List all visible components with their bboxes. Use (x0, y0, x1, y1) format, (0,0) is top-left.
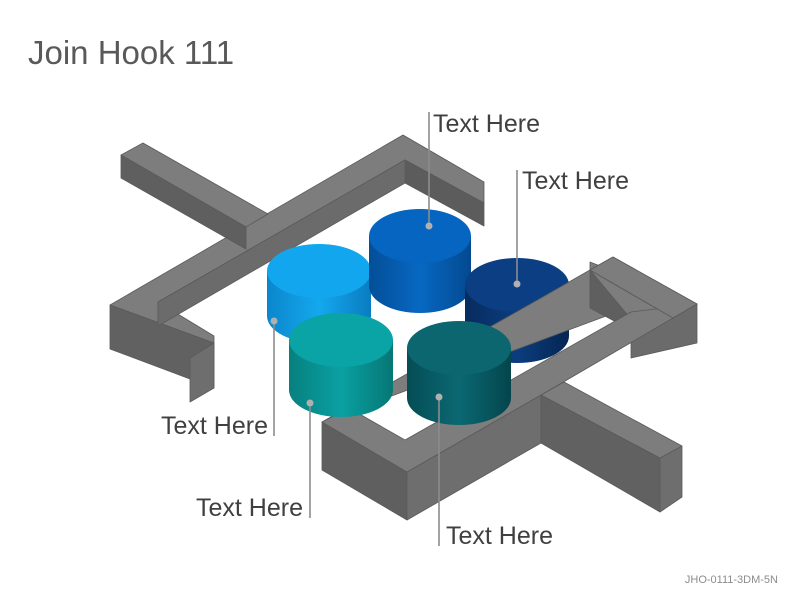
cylinder-dark-teal (407, 321, 511, 425)
label-top-right: Text Here (522, 167, 629, 195)
cylinder-teal (289, 313, 393, 417)
page-title: Join Hook 111 (28, 34, 235, 71)
front-hook-stub-top (589, 256, 698, 319)
front-hook-arm-top-2 (540, 381, 683, 459)
back-hook-arm-side (120, 154, 247, 250)
leader-bottom-left (306, 399, 314, 518)
label-left: Text Here (161, 412, 268, 440)
leader-left (270, 317, 278, 436)
label-bottom-right: Text Here (446, 522, 553, 550)
label-bottom-left: Text Here (196, 494, 303, 522)
label-top-center: Text Here (433, 110, 540, 138)
leader-top-center (425, 112, 433, 230)
back-hook-inner-front (157, 159, 406, 327)
slide-code: JHO-0111-3DM-5N (684, 574, 778, 586)
back-hook-end-front (189, 342, 215, 403)
leader-top-right (513, 170, 521, 288)
leader-bottom-right (435, 393, 443, 546)
cylinder-blue (369, 209, 471, 313)
back-hook-frame (109, 134, 485, 403)
